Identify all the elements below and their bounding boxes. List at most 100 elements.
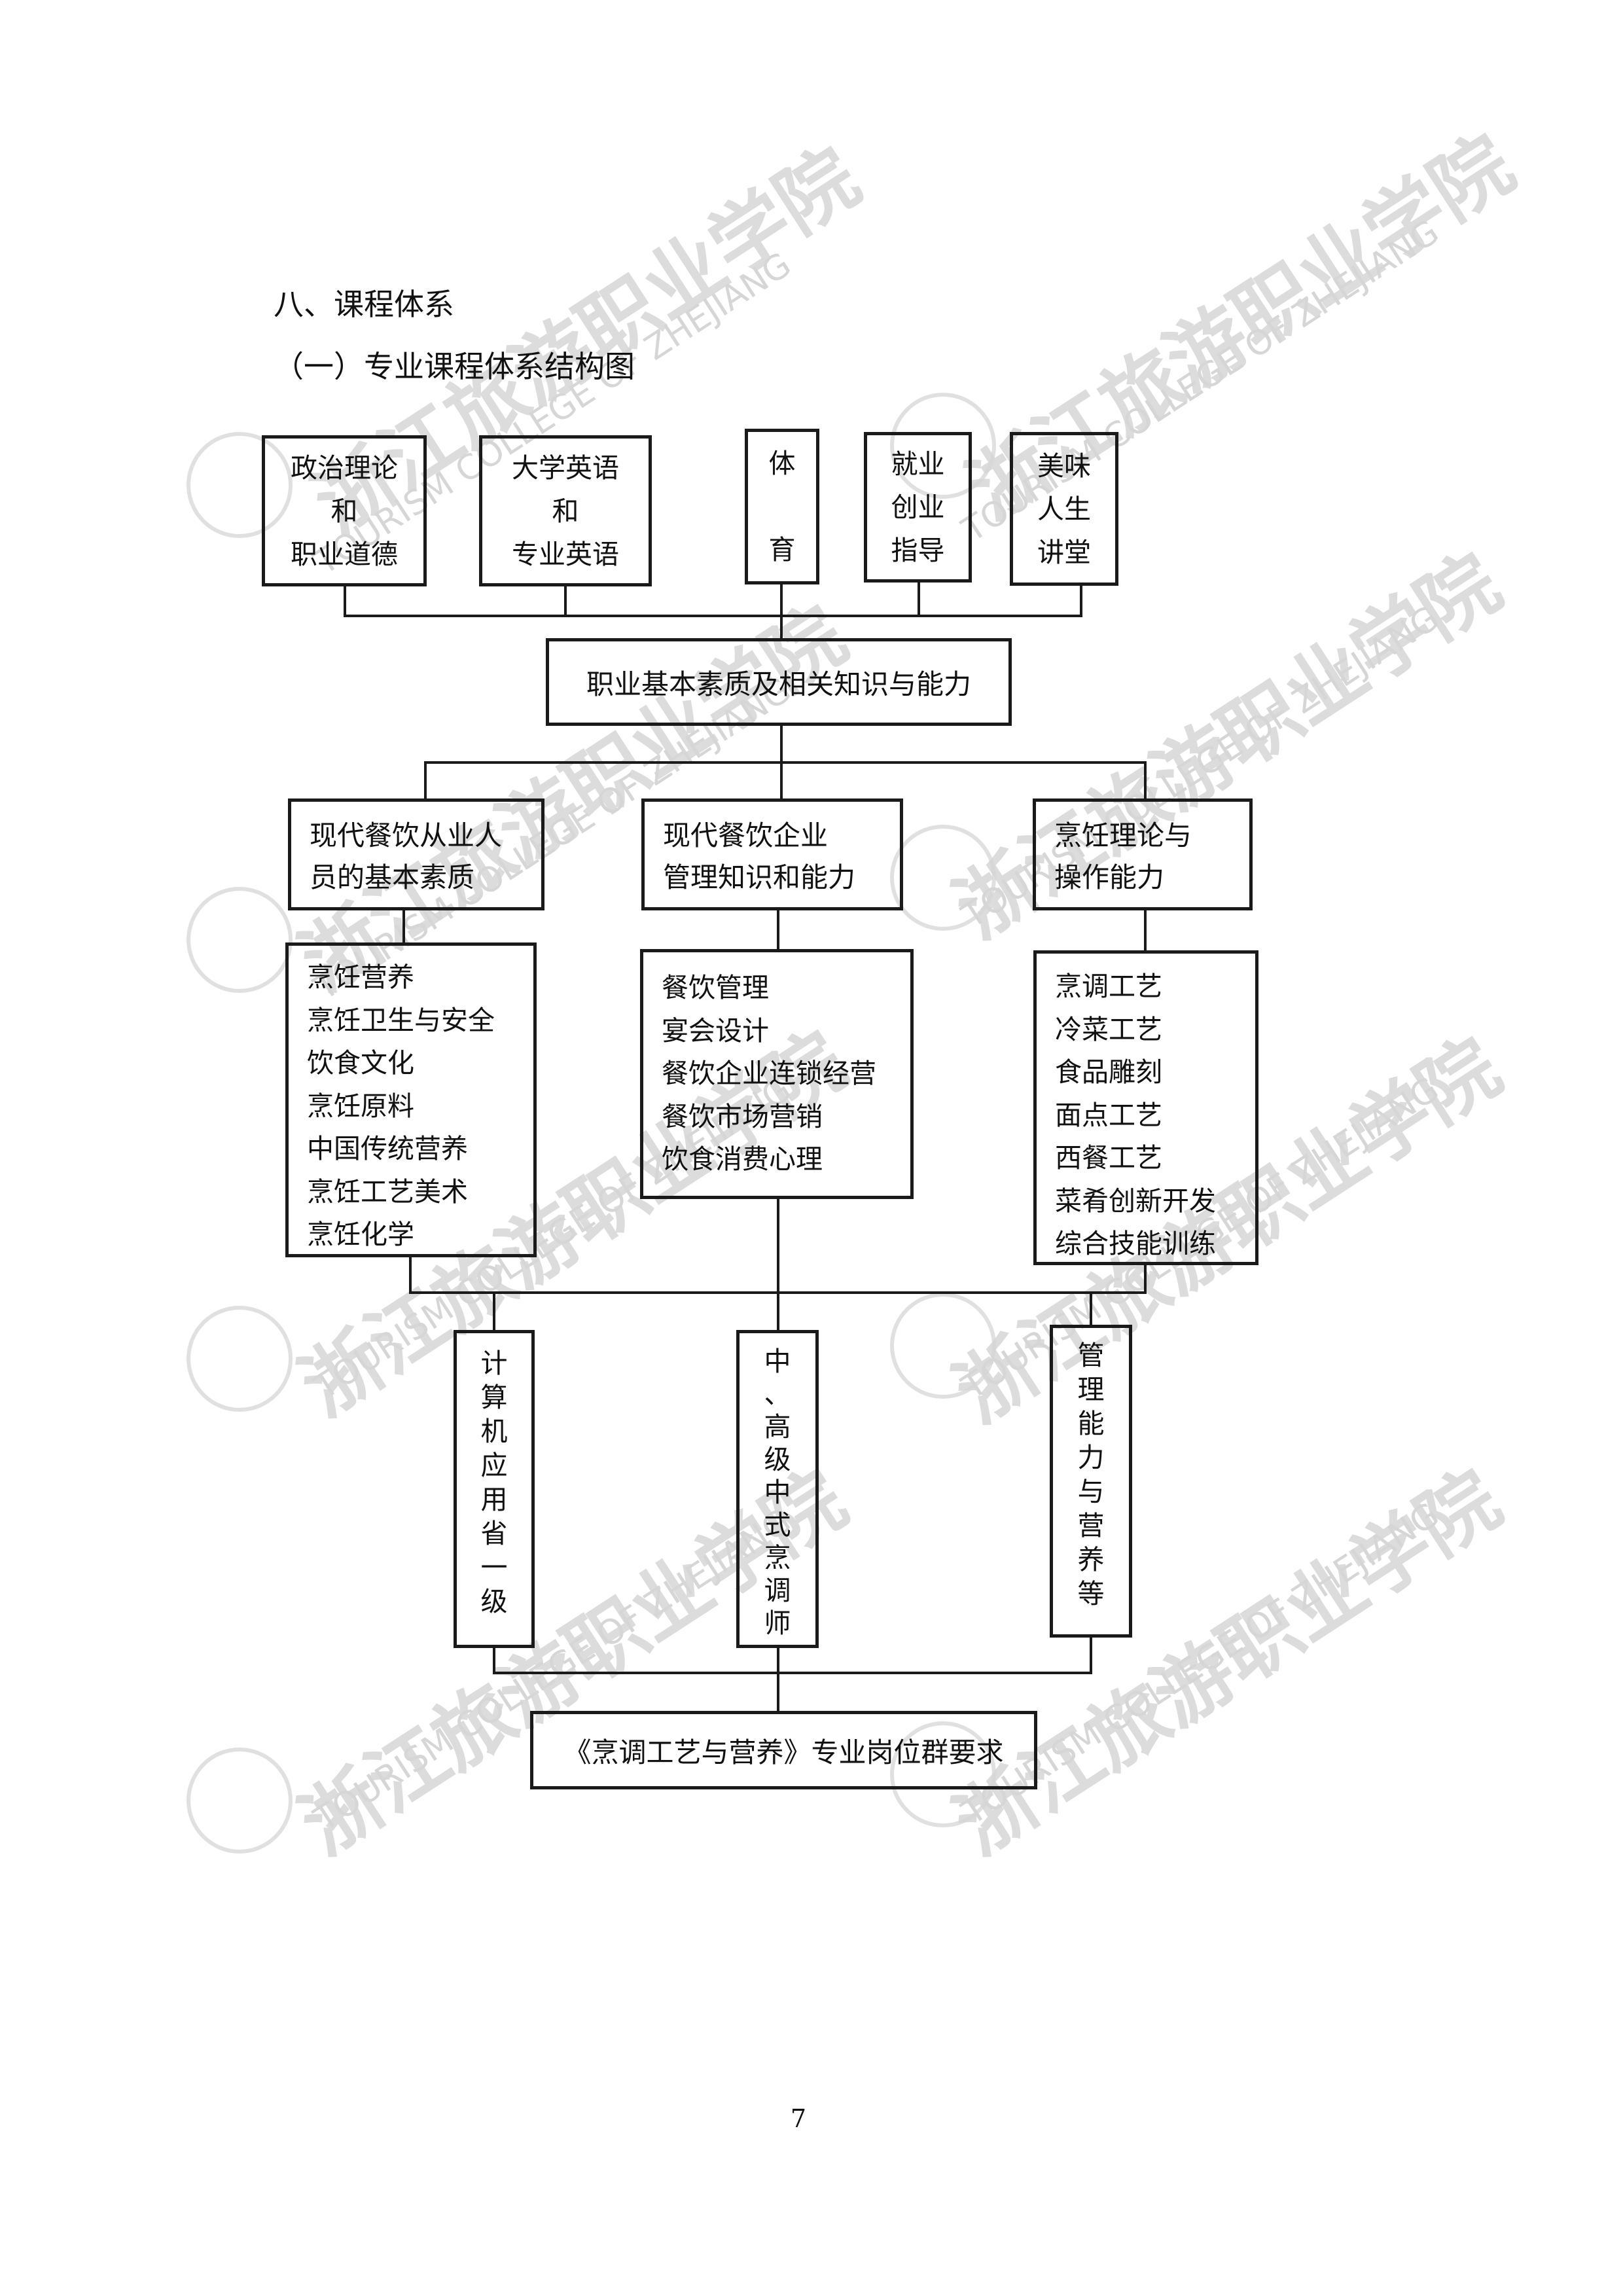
connector-line [777,910,779,950]
connector-line [344,615,1082,617]
course-item: 烹饪营养 [307,961,414,993]
course-item: 综合技能训练 [1055,1228,1216,1259]
box-line: 就业 [891,448,945,480]
box-line: 指导 [891,535,945,566]
connector-line [424,761,1147,764]
connector-line [402,910,405,943]
branch-title-line: 管理知识和能力 [663,861,856,893]
cert-char: 式 [764,1509,791,1541]
box-line: 大学英语 [512,452,619,484]
branch-box-basic-quality: 现代餐饮从业人 员的基本素质 [288,798,544,910]
box-line: 体 [768,448,796,479]
branch-box-cooking-skills: 烹饪理论与 操作能力 [1033,798,1253,910]
box-line: 政治理论 [291,452,398,484]
cert-char: 机 [480,1416,508,1447]
top-box-politics: 政治理论 和 职业道德 [262,435,427,586]
course-item: 饮食消费心理 [662,1143,823,1175]
connector-line [493,1291,495,1331]
top-box-english: 大学英语 和 专业英语 [479,435,652,586]
box-line: 人生 [1037,493,1091,525]
box-line: 讲堂 [1037,536,1091,568]
course-list-basic-quality: 烹饪营养 烹饪卫生与安全 饮食文化 烹饪原料 中国传统营养 烹饪工艺美术 烹饪化… [285,942,537,1257]
college-seal-watermark [890,1293,996,1399]
connector-line [344,586,346,617]
branch-title-line: 现代餐饮从业人 [310,819,503,852]
cert-char: 力 [1077,1442,1105,1473]
connector-line [493,1672,1092,1674]
course-item: 餐饮企业连锁经营 [662,1058,876,1089]
connector-line [493,1648,495,1674]
box-line: 专业英语 [512,538,619,570]
cert-char: 中 [764,1346,791,1377]
course-list-management: 餐饮管理 宴会设计 餐饮企业连锁经营 餐饮市场营销 饮食消费心理 [640,949,914,1199]
branch-title-line: 操作能力 [1054,861,1165,893]
job-requirement-box: 《烹调工艺与营养》专业岗位群要求 [530,1711,1037,1789]
course-item: 宴会设计 [662,1014,769,1047]
cert-char: 养 [1077,1544,1105,1575]
cert-char: 级 [764,1444,791,1475]
cert-char: 与 [1077,1476,1105,1507]
connector-line [1090,1291,1092,1325]
course-item: 中国传统营养 [307,1133,468,1164]
college-seal-watermark [187,1748,293,1854]
connector-line [780,615,783,639]
cert-char: 计 [480,1348,508,1379]
connector-line [1144,1265,1147,1294]
cert-char: 应 [480,1450,508,1481]
connector-line [918,583,920,617]
box-line: 育 [768,534,796,565]
box-line: 职业道德 [291,538,398,570]
cert-char: 高 [764,1411,791,1443]
connector-line [780,584,783,617]
cert-char: 省 [480,1518,508,1549]
connector-line [777,1291,779,1331]
course-item: 面点工艺 [1055,1099,1162,1131]
course-item: 餐饮市场营销 [662,1100,823,1132]
box-line: 和 [330,495,358,527]
cert-char: 调 [764,1575,791,1606]
cert-char: 级 [480,1586,508,1617]
box-line: 创业 [891,492,945,523]
box-line: 美味 [1037,450,1091,482]
cert-char: 理 [1077,1374,1105,1405]
course-item: 食品雕刻 [1055,1056,1162,1088]
cert-char: 营 [1077,1510,1105,1541]
core-competency-box: 职业基本素质及相关知识与能力 [546,638,1012,726]
connector-line [777,1648,779,1712]
course-item: 餐饮管理 [662,972,769,1003]
college-seal-watermark [187,1306,293,1412]
certificate-box-computer: 计 算 机 应 用 省 一 级 [454,1330,535,1648]
course-item: 烹饪卫生与安全 [307,1004,495,1036]
course-list-cooking-skills: 烹调工艺 冷菜工艺 食品雕刻 面点工艺 西餐工艺 菜肴创新开发 综合技能训练 [1033,950,1258,1265]
subsection-title: （一）专业课程体系结构图 [274,349,635,384]
cert-char: 管 [1077,1340,1105,1371]
cert-char: 用 [480,1484,508,1515]
branch-title-line: 烹饪理论与 [1054,819,1192,852]
college-seal-watermark [890,825,996,931]
course-item: 菜肴创新开发 [1055,1185,1216,1217]
top-box-career: 就业 创业 指导 [864,432,972,583]
cert-char: 烹 [764,1542,791,1573]
certificate-box-management-nutrition: 管 理 能 力 与 营 养 等 [1050,1325,1132,1638]
cert-char: 算 [480,1382,508,1413]
job-requirement-label: 《烹调工艺与营养》专业岗位群要求 [563,1736,1004,1768]
branch-title-line: 现代餐饮企业 [663,819,829,852]
top-box-pe: 体 育 [745,429,819,584]
course-item: 饮食文化 [307,1047,414,1079]
course-item: 烹调工艺 [1055,971,1162,1002]
cert-char: 、 [764,1378,791,1410]
course-item: 烹饪化学 [307,1219,414,1250]
connector-line [1144,910,1147,951]
cert-char: 中 [764,1477,791,1508]
cert-char: 能 [1077,1408,1105,1439]
cert-char: 一 [480,1552,508,1583]
connector-line [564,586,567,617]
core-competency-label: 职业基本素质及相关知识与能力 [586,668,971,700]
box-line: 和 [552,495,579,527]
branch-title-line: 员的基本素质 [310,861,475,893]
college-seal-watermark [187,887,293,993]
page-number: 7 [790,2104,807,2133]
connector-line [1080,586,1082,617]
connector-line [1144,761,1147,800]
college-name-watermark: 浙江旅游职业学院 [938,1452,1516,1873]
